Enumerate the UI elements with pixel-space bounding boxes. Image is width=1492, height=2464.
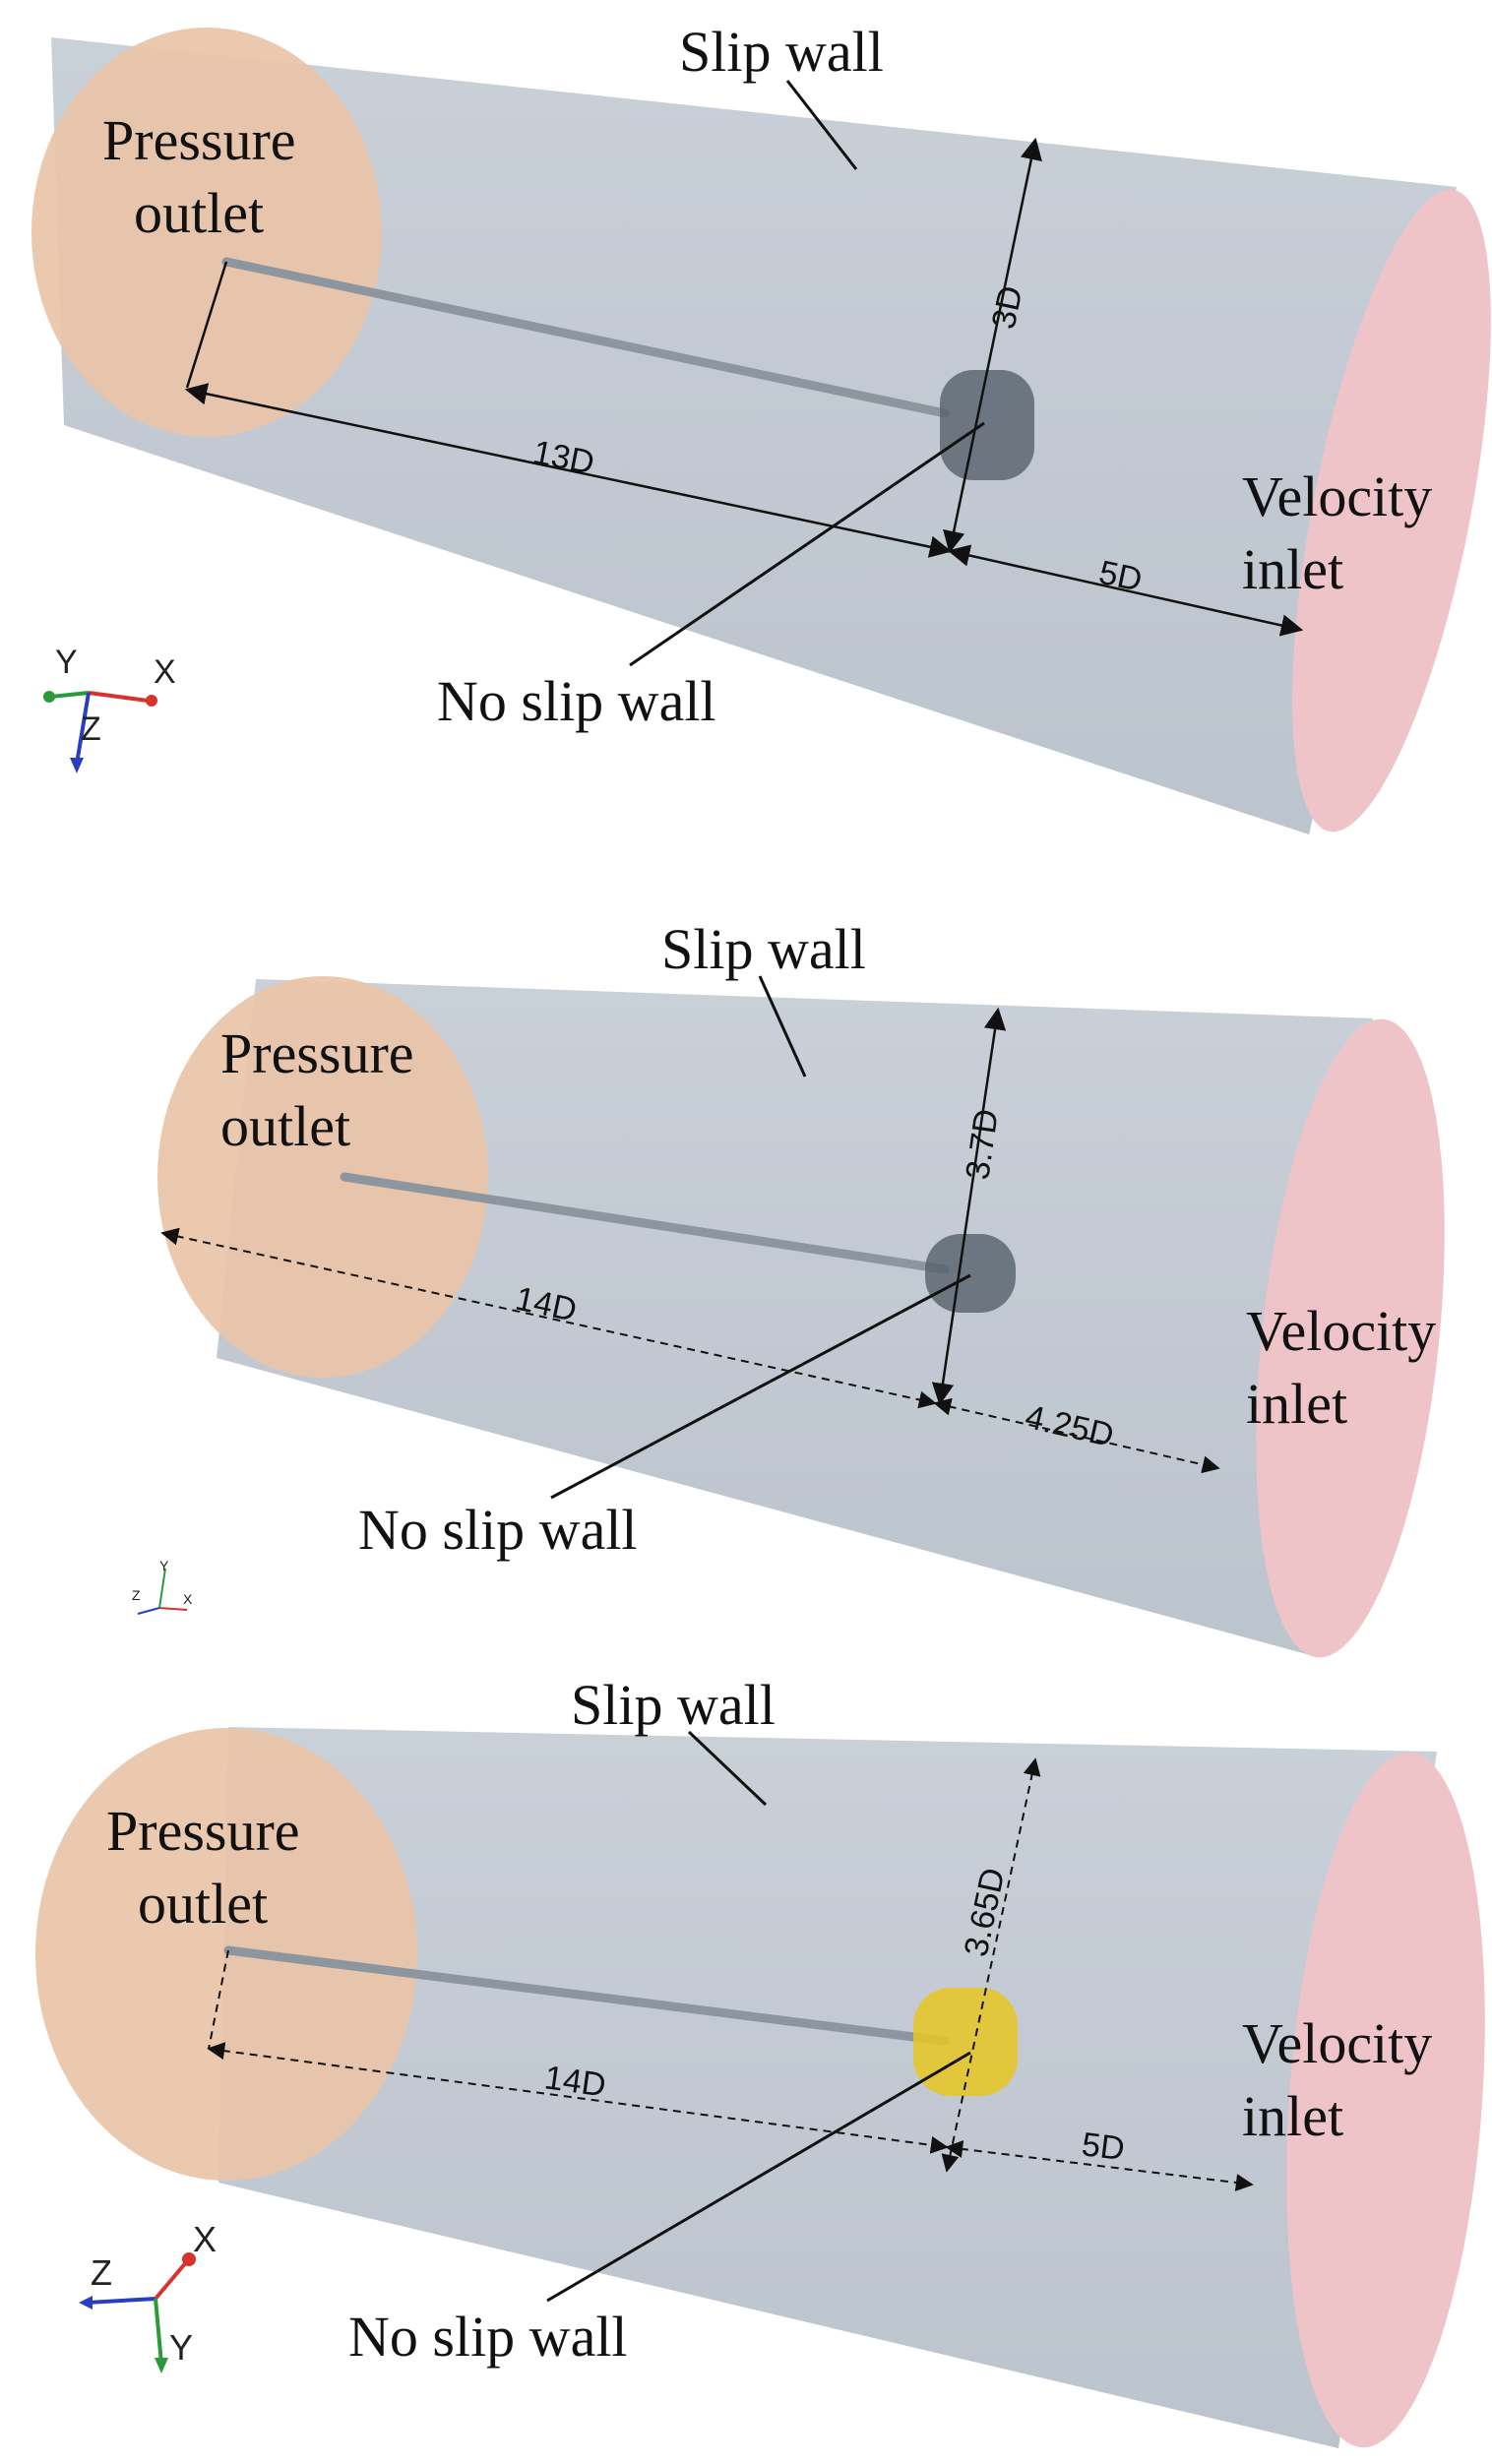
velocity-inlet-label: Velocity xyxy=(1242,2011,1432,2075)
pressure-outlet-label: Pressure xyxy=(102,108,296,172)
slip-wall-leader xyxy=(758,975,807,1078)
svg-text:X: X xyxy=(183,1591,193,1607)
svg-text:Y: Y xyxy=(169,2327,193,2368)
upstream-dimension-line xyxy=(933,1397,1220,1474)
downstream-extension xyxy=(185,261,228,389)
svg-text:Y: Y xyxy=(55,644,78,681)
svg-text:Z: Z xyxy=(91,2252,112,2293)
slip-wall-leader xyxy=(785,80,858,170)
no-slip-wall-label: No slip wall xyxy=(358,1498,638,1562)
pressure-outlet-face xyxy=(31,28,382,437)
body-model xyxy=(913,1988,1018,2096)
velocity-inlet-label: inlet xyxy=(1246,1372,1347,1436)
axis-triad: Y X Z xyxy=(43,644,176,773)
upstream-dimension-line xyxy=(947,544,1304,637)
axis-triad: Z X Y xyxy=(79,2219,217,2373)
downstream-extension xyxy=(208,1949,229,2050)
pressure-outlet-label: outlet xyxy=(220,1094,350,1158)
pressure-outlet-label: outlet xyxy=(138,1872,268,1936)
svg-text:Y: Y xyxy=(159,1558,169,1573)
radial-dimension-label: 3D xyxy=(985,282,1030,332)
velocity-inlet-label: Velocity xyxy=(1242,464,1432,528)
svg-text:Z: Z xyxy=(132,1587,141,1603)
velocity-inlet-face xyxy=(1256,1018,1445,1658)
pressure-outlet-label: outlet xyxy=(134,181,264,245)
pressure-outlet-label: Pressure xyxy=(106,1799,300,1863)
panel-1: Slip wall Pressure outlet Velocity inlet… xyxy=(31,20,1491,834)
downstream-dimension-line xyxy=(184,383,953,558)
velocity-inlet-label: inlet xyxy=(1242,537,1343,601)
radial-dimension-line xyxy=(941,1757,1041,2173)
upstream-dimension-label: 5D xyxy=(1080,2125,1127,2168)
no-slip-wall-label: No slip wall xyxy=(348,2305,628,2369)
pressure-outlet-label: Pressure xyxy=(220,1021,414,1085)
slip-wall-leader xyxy=(687,1730,768,1807)
radial-dimension-line xyxy=(943,137,1042,554)
velocity-inlet-label: inlet xyxy=(1242,2084,1343,2148)
svg-text:Z: Z xyxy=(81,710,101,748)
velocity-inlet-label: Velocity xyxy=(1246,1299,1436,1363)
svg-text:X: X xyxy=(154,653,176,691)
no-slip-wall-label: No slip wall xyxy=(437,669,716,733)
downstream-dimension-line xyxy=(207,2042,949,2154)
upstream-dimension-label: 5D xyxy=(1095,554,1145,599)
velocity-inlet-face xyxy=(1292,189,1491,832)
sting-rod xyxy=(223,1945,950,2046)
slip-wall-label: Slip wall xyxy=(571,1673,776,1737)
slip-wall-label: Slip wall xyxy=(661,917,866,981)
slip-wall-label: Slip wall xyxy=(679,20,884,84)
panel-3: Slip wall Pressure outlet Velocity inlet… xyxy=(35,1673,1485,2448)
upstream-dimension-line xyxy=(945,2140,1254,2191)
radial-dimension-line xyxy=(931,1007,1007,1406)
panel-2: Slip wall Pressure outlet Velocity inlet… xyxy=(132,917,1445,1658)
downstream-dimension-label: 14D xyxy=(542,2059,608,2104)
axis-triad: Y Z X xyxy=(132,1558,193,1615)
svg-text:X: X xyxy=(193,2219,217,2259)
body-model xyxy=(940,370,1034,480)
body-model xyxy=(925,1234,1016,1313)
velocity-inlet-face xyxy=(1286,1752,1485,2448)
downstream-dimension-line xyxy=(160,1227,937,1409)
